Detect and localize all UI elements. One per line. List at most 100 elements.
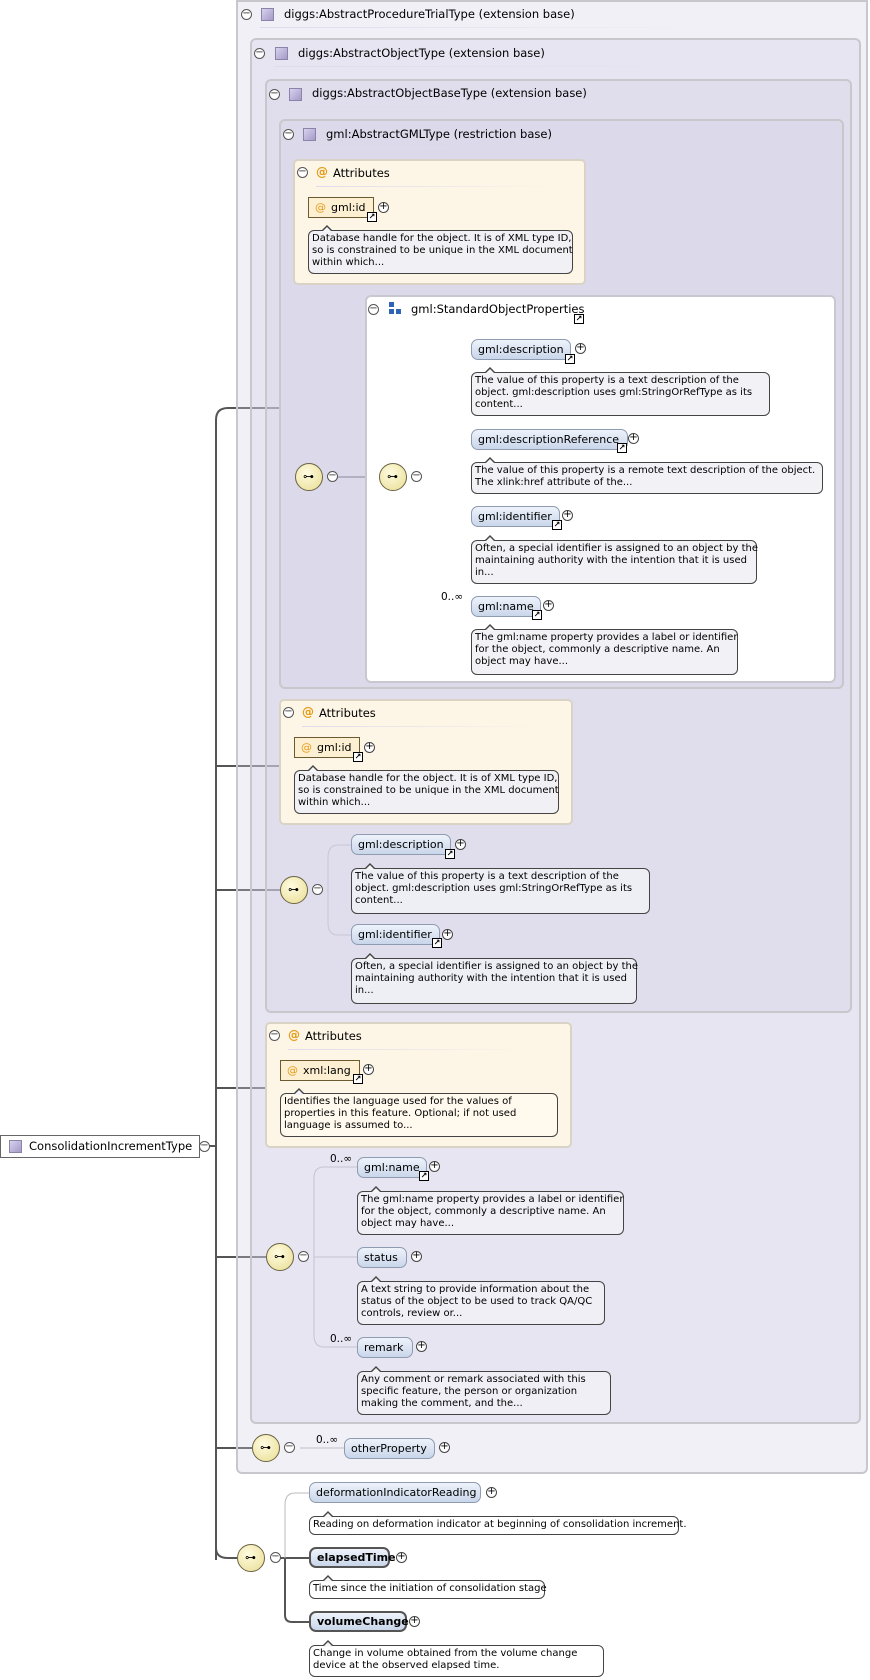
collapse-sequence-toggle[interactable]: − bbox=[327, 470, 338, 482]
doc-line: The gml:name property provides a label o… bbox=[361, 1194, 624, 1205]
doc-line: device at the observed elapsed time. bbox=[313, 1660, 500, 1671]
collapse-ext3-toggle[interactable]: − bbox=[269, 88, 280, 100]
expand-element-button[interactable]: + bbox=[411, 1250, 422, 1262]
expand-element-button[interactable]: + bbox=[396, 1551, 407, 1563]
element-gml-identifier[interactable]: gml:identifier bbox=[351, 924, 440, 945]
expand-element-button[interactable]: + bbox=[439, 1441, 450, 1453]
deformation-indicator-reading-doc: Reading on deformation indicator at begi… bbox=[309, 1511, 687, 1535]
attribute-gml-id[interactable]: @ gml:id bbox=[308, 197, 374, 218]
doc-line: Database handle for the object. It is of… bbox=[312, 233, 572, 244]
attribute-label: gml:id bbox=[317, 741, 352, 754]
remark-doc: Any comment or remark associated with th… bbox=[357, 1366, 611, 1415]
arrow-link-icon[interactable]: ↗ bbox=[367, 212, 377, 222]
group-icon bbox=[389, 302, 403, 316]
doc-line: The value of this property is a remote t… bbox=[475, 465, 816, 476]
expand-element-button[interactable]: + bbox=[442, 928, 453, 940]
collapse-ext2-toggle[interactable]: − bbox=[254, 47, 265, 59]
doc-line: specific feature, the person or organiza… bbox=[361, 1386, 578, 1397]
element-gml-description[interactable]: gml:description bbox=[351, 834, 451, 855]
arrow-link-icon[interactable]: ↗ bbox=[432, 938, 442, 948]
expand-element-button[interactable]: + bbox=[575, 342, 586, 354]
sequence-compositor-icon[interactable]: ⊶ bbox=[379, 463, 407, 491]
base-attributes-separator bbox=[302, 726, 542, 727]
element-gml-description[interactable]: gml:description bbox=[471, 339, 571, 360]
arrow-link-icon[interactable]: ↗ bbox=[445, 849, 455, 859]
arrow-link-icon[interactable]: ↗ bbox=[353, 752, 363, 762]
element-gml-description-reference[interactable]: gml:descriptionReference bbox=[471, 429, 628, 450]
doc-line: properties in this feature. Optional; if… bbox=[284, 1108, 517, 1119]
collapse-ext1-toggle[interactable]: − bbox=[241, 8, 252, 20]
sequence-compositor-icon[interactable]: ⊶ bbox=[252, 1434, 280, 1462]
arrow-link-icon[interactable]: ↗ bbox=[532, 610, 542, 620]
gml-name-doc: The gml:name property provides a label o… bbox=[471, 624, 738, 675]
element-remark[interactable]: remark bbox=[357, 1337, 413, 1358]
expand-element-button[interactable]: + bbox=[429, 1160, 440, 1172]
expand-gml-id-button[interactable]: + bbox=[364, 741, 375, 753]
collapse-sequence-toggle[interactable]: − bbox=[284, 1441, 295, 1453]
doc-line: Time since the initiation of consolidati… bbox=[313, 1583, 547, 1594]
doc-line: maintaining authority with the intention… bbox=[475, 555, 747, 566]
arrow-link-icon[interactable]: ↗ bbox=[552, 520, 562, 530]
collapse-sequence-toggle[interactable]: − bbox=[312, 883, 323, 895]
collapse-object-attributes-toggle[interactable]: − bbox=[269, 1029, 280, 1041]
base-identifier-doc: Often, a special identifier is assigned … bbox=[351, 953, 638, 1004]
ext1-separator bbox=[260, 27, 710, 28]
root-element-consolidation-increment-type[interactable]: ConsolidationIncrementType bbox=[0, 1135, 201, 1158]
collapse-sequence-toggle[interactable]: − bbox=[298, 1250, 309, 1262]
expand-gml-id-button[interactable]: + bbox=[378, 201, 389, 213]
base-description-doc: The value of this property is a text des… bbox=[351, 863, 650, 914]
arrow-link-icon[interactable]: ↗ bbox=[419, 1171, 429, 1181]
collapse-gml-attributes-toggle[interactable]: − bbox=[297, 166, 308, 178]
element-other-property[interactable]: otherProperty bbox=[344, 1438, 435, 1459]
complex-type-icon bbox=[261, 8, 274, 21]
collapse-std-props-toggle[interactable]: − bbox=[368, 303, 379, 315]
doc-line: content... bbox=[355, 895, 403, 906]
complex-type-icon bbox=[275, 47, 288, 60]
arrow-link-icon[interactable]: ↗ bbox=[565, 354, 575, 364]
element-deformation-indicator-reading[interactable]: deformationIndicatorReading bbox=[309, 1482, 481, 1503]
sequence-compositor-icon[interactable]: ⊶ bbox=[280, 876, 308, 904]
element-gml-name[interactable]: gml:name bbox=[357, 1157, 427, 1178]
expand-element-button[interactable]: + bbox=[486, 1486, 497, 1498]
element-gml-identifier[interactable]: gml:identifier bbox=[471, 506, 560, 527]
doc-line: Often, a special identifier is assigned … bbox=[355, 961, 638, 972]
sequence-compositor-icon[interactable]: ⊶ bbox=[295, 463, 323, 491]
expand-element-button[interactable]: + bbox=[543, 599, 554, 611]
sequence-compositor-icon[interactable]: ⊶ bbox=[266, 1243, 294, 1271]
arrow-link-icon[interactable]: ↗ bbox=[353, 1074, 363, 1084]
gml-description-doc: The value of this property is a text des… bbox=[471, 367, 770, 416]
attribute-at-icon: @ bbox=[288, 1028, 300, 1042]
expand-element-button[interactable]: + bbox=[409, 1615, 420, 1627]
attribute-gml-id[interactable]: @ gml:id bbox=[294, 737, 360, 758]
collapse-sequence-toggle[interactable]: − bbox=[270, 1551, 281, 1563]
expand-element-button[interactable]: + bbox=[562, 509, 573, 521]
collapse-base-attributes-toggle[interactable]: − bbox=[283, 706, 294, 718]
sequence-compositor-icon[interactable]: ⊶ bbox=[237, 1544, 265, 1572]
arrow-link-icon[interactable]: ↗ bbox=[617, 443, 627, 453]
attribute-at-icon: @ bbox=[287, 1064, 298, 1077]
element-gml-name[interactable]: gml:name bbox=[471, 596, 541, 617]
element-status[interactable]: status bbox=[357, 1247, 407, 1268]
attribute-xml-lang[interactable]: @ xml:lang bbox=[280, 1060, 360, 1081]
expand-element-button[interactable]: + bbox=[416, 1340, 427, 1352]
doc-line: object may have... bbox=[361, 1218, 455, 1229]
doc-line: The value of this property is a text des… bbox=[475, 375, 739, 386]
ext3-title: diggs:AbstractObjectBaseType (extension … bbox=[312, 86, 587, 100]
attribute-at-icon: @ bbox=[302, 705, 314, 719]
collapse-sequence-toggle[interactable]: − bbox=[411, 470, 422, 482]
attribute-at-icon: @ bbox=[315, 201, 326, 214]
cardinality-label: 0..∞ bbox=[330, 1153, 353, 1165]
doc-line: content... bbox=[475, 399, 523, 410]
expand-element-button[interactable]: + bbox=[628, 432, 639, 444]
collapse-root-toggle[interactable]: − bbox=[199, 1140, 210, 1152]
status-doc: A text string to provide information abo… bbox=[357, 1276, 605, 1325]
collapse-gml-toggle[interactable]: − bbox=[283, 128, 294, 140]
element-volume-change[interactable]: volumeChange bbox=[309, 1611, 409, 1632]
expand-element-button[interactable]: + bbox=[455, 838, 466, 850]
element-elapsed-time[interactable]: elapsedTime bbox=[309, 1547, 396, 1568]
gml-identifier-doc: Often, a special identifier is assigned … bbox=[471, 535, 758, 584]
arrow-link-icon[interactable]: ↗ bbox=[574, 314, 584, 324]
expand-xml-lang-button[interactable]: + bbox=[363, 1063, 374, 1075]
doc-line: The value of this property is a text des… bbox=[355, 871, 619, 882]
base-gml-id-doc: Database handle for the object. It is of… bbox=[294, 765, 559, 814]
